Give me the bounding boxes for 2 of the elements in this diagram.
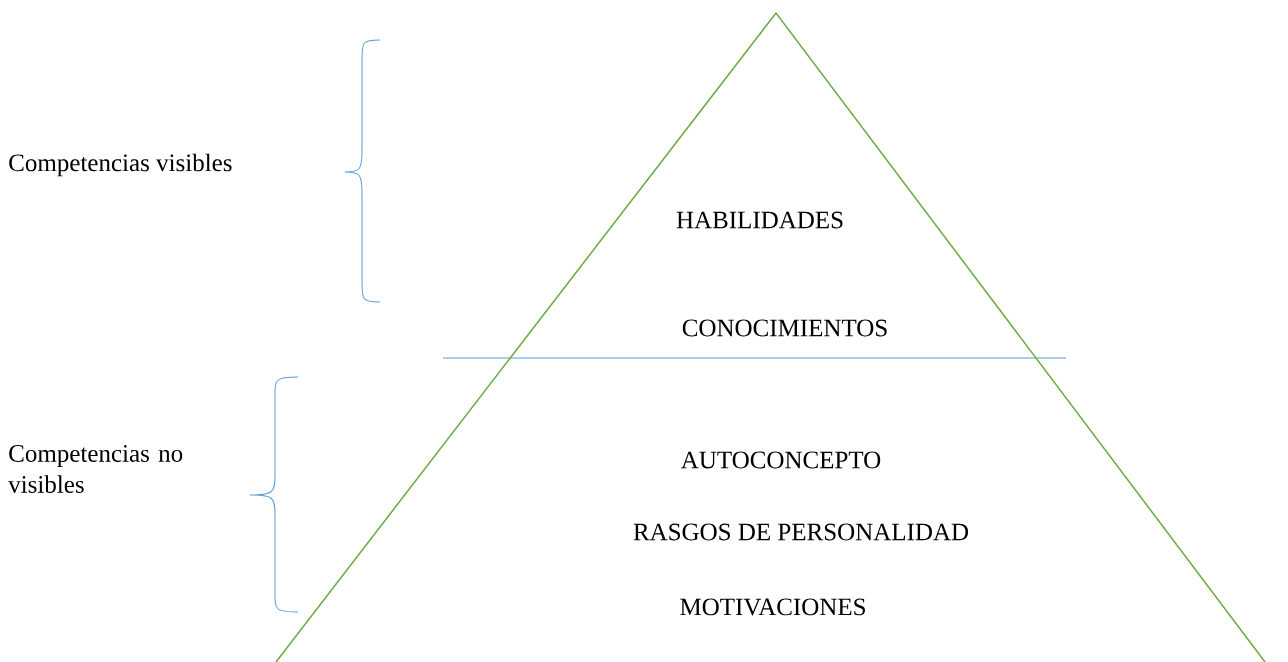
side-label: Competencias visibles: [9, 153, 232, 177]
side-label: Competencias no visibles: [8, 445, 183, 493]
